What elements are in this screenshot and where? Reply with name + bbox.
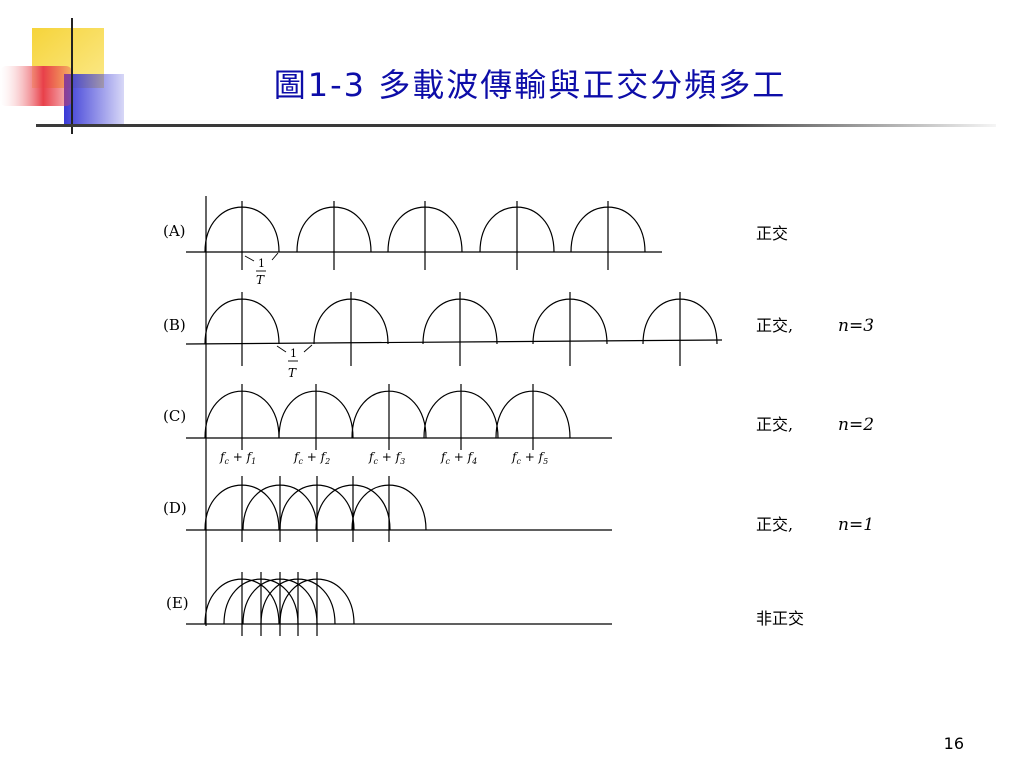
baseline-b [185, 339, 723, 345]
note-c-n: n=2 [838, 415, 874, 435]
note-d: 正交, [756, 515, 793, 534]
title-rule [36, 124, 996, 127]
svg-text:fc + f1: fc + f1 [219, 450, 256, 466]
freq-label-5: fc + f5 [511, 450, 548, 466]
svg-text:T: T [288, 366, 297, 380]
note-e: 非正交 [756, 609, 804, 628]
freq-label-2: fc + f2 [293, 450, 330, 466]
svg-text:fc + f4: fc + f4 [440, 450, 477, 466]
freq-label-4: fc + f4 [440, 450, 477, 466]
svg-text:fc + f3: fc + f3 [368, 450, 405, 466]
row-label-e: (E) [166, 594, 189, 612]
freq-label-1: fc + f1 [219, 450, 256, 466]
note-b-n: n=3 [838, 316, 874, 336]
slide-logo [0, 18, 124, 134]
note-d-n: n=1 [838, 515, 874, 535]
row-label-b: (B) [163, 316, 186, 334]
row-label-a: (A) [163, 222, 186, 240]
note-a: 正交 [756, 224, 788, 243]
page-number: 16 [943, 734, 964, 753]
slide-title: 圖1-3 多載波傳輸與正交分頻多工 [273, 66, 787, 104]
svg-text:1: 1 [258, 257, 265, 270]
svg-text:T: T [256, 273, 265, 287]
row-label-d: (D) [163, 499, 187, 517]
row-label-c: (C) [163, 407, 186, 425]
freq-label-3: fc + f3 [368, 450, 405, 466]
note-c: 正交, [756, 415, 793, 434]
logo-red-bar [0, 66, 72, 106]
note-b: 正交, [756, 316, 793, 335]
spacing-mark-a: 1 T [244, 252, 279, 287]
logo-blue-square [64, 74, 124, 126]
svg-text:fc + f5: fc + f5 [511, 450, 548, 466]
spacing-mark-b: 1 T [276, 344, 313, 380]
svg-text:fc + f2: fc + f2 [293, 450, 330, 466]
svg-text:1: 1 [290, 347, 297, 360]
